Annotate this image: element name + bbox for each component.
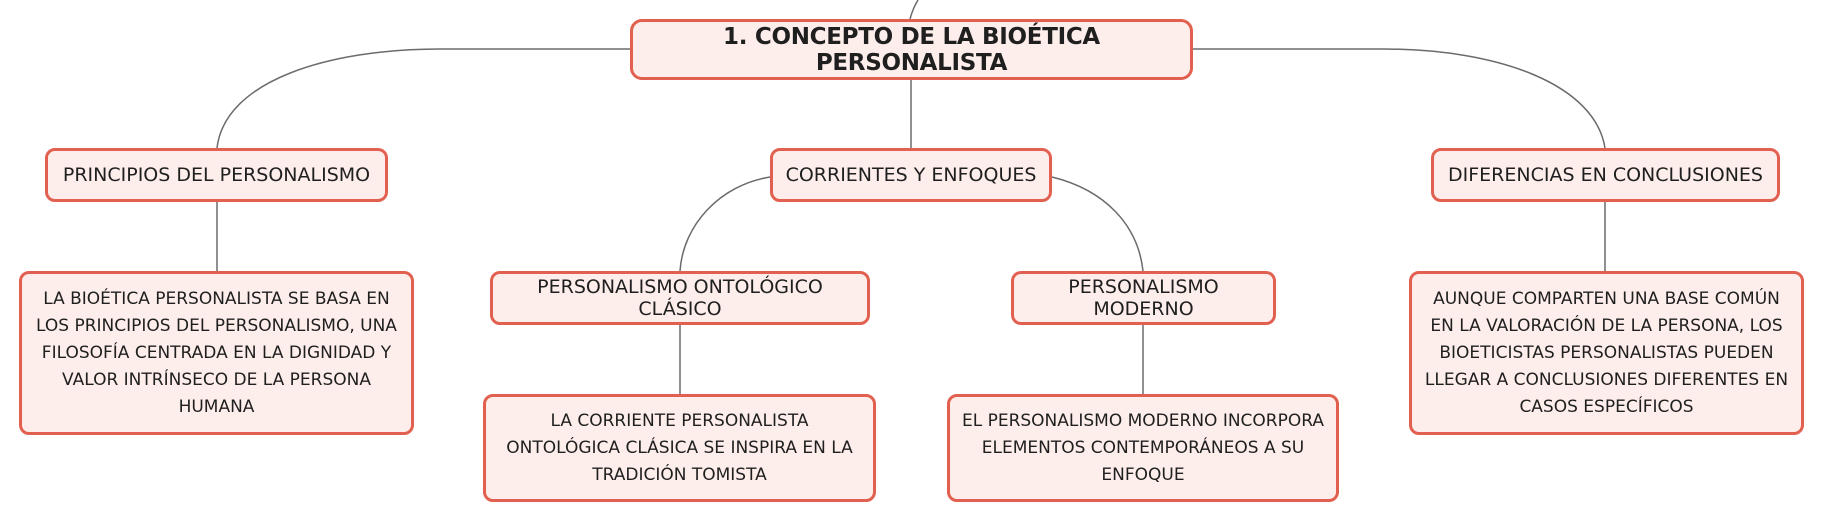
detail-text-principios: LA BIOÉTICA PERSONALISTA SE BASA EN LOS … bbox=[36, 288, 397, 417]
detail-node-principios[interactable]: LA BIOÉTICA PERSONALISTA SE BASA EN LOS … bbox=[19, 271, 414, 435]
connector-corrientes-to-ontologico bbox=[679, 176, 771, 272]
subtopic-node-moderno[interactable]: PERSONALISMO MODERNO bbox=[1011, 271, 1276, 325]
connector-root-to-principios bbox=[216, 48, 630, 149]
detail-node-ontologico[interactable]: LA CORRIENTE PERSONALISTA ONTOLÓGICA CLÁ… bbox=[483, 394, 876, 502]
topic-node-corrientes[interactable]: CORRIENTES Y ENFOQUES bbox=[770, 148, 1052, 202]
topic-label-corrientes: CORRIENTES Y ENFOQUES bbox=[785, 164, 1037, 186]
topic-label-diferencias: DIFERENCIAS EN CONCLUSIONES bbox=[1448, 164, 1763, 186]
subtopic-label-moderno: PERSONALISMO MODERNO bbox=[1068, 276, 1219, 320]
root-topic-label: 1. CONCEPTO DE LA BIOÉTICA PERSONALISTA bbox=[723, 23, 1100, 76]
detail-node-diferencias[interactable]: AUNQUE COMPARTEN UNA BASE COMÚN EN LA VA… bbox=[1409, 271, 1804, 435]
connector-parent-to-root bbox=[909, 0, 919, 20]
connector-corrientes-to-moderno bbox=[1051, 176, 1144, 272]
subtopic-node-ontologico[interactable]: PERSONALISMO ONTOLÓGICO CLÁSICO bbox=[490, 271, 870, 325]
root-topic-node[interactable]: 1. CONCEPTO DE LA BIOÉTICA PERSONALISTA bbox=[630, 19, 1193, 80]
detail-text-moderno: EL PERSONALISMO MODERNO INCORPORA ELEMEN… bbox=[961, 410, 1325, 485]
detail-node-moderno[interactable]: EL PERSONALISMO MODERNO INCORPORA ELEMEN… bbox=[947, 394, 1339, 502]
connector-root-to-diferencias bbox=[1193, 48, 1606, 149]
topic-node-diferencias[interactable]: DIFERENCIAS EN CONCLUSIONES bbox=[1431, 148, 1780, 202]
detail-text-ontologico: LA CORRIENTE PERSONALISTA ONTOLÓGICA CLÁ… bbox=[506, 410, 853, 485]
subtopic-label-ontologico: PERSONALISMO ONTOLÓGICO CLÁSICO bbox=[537, 276, 823, 320]
topic-node-principios[interactable]: PRINCIPIOS DEL PERSONALISMO bbox=[45, 148, 388, 202]
topic-label-principios: PRINCIPIOS DEL PERSONALISMO bbox=[62, 164, 371, 186]
detail-text-diferencias: AUNQUE COMPARTEN UNA BASE COMÚN EN LA VA… bbox=[1424, 288, 1789, 417]
